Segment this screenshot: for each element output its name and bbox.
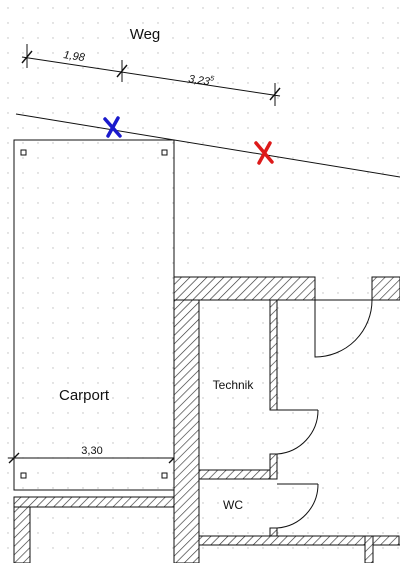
carport-post-markers: [20, 149, 168, 479]
room-label-wc: WC: [223, 498, 243, 512]
red-cross-marker: [254, 141, 274, 165]
building-walls: [13, 276, 400, 563]
dot-grid: [7, 7, 399, 549]
dimension-segment-2-value: 3,23: [188, 73, 212, 88]
room-label-technik: Technik: [213, 378, 255, 392]
blue-cross-marker: [103, 116, 122, 138]
door-swings: [276, 299, 373, 529]
dimension-segment-1: 1,98: [63, 49, 87, 64]
street-label: Weg: [130, 26, 161, 43]
carport-width-label: 3,30: [81, 445, 102, 457]
carport-label: Carport: [59, 387, 110, 404]
dimension-segment-2: 3,235: [188, 72, 215, 89]
street-dimension-line: [21, 44, 281, 106]
wall-finish-lines: [30, 300, 400, 563]
property-boundary-line: [15, 113, 400, 178]
dimension-segment-2-superscript: 5: [210, 75, 215, 83]
carport-area: [13, 139, 175, 491]
